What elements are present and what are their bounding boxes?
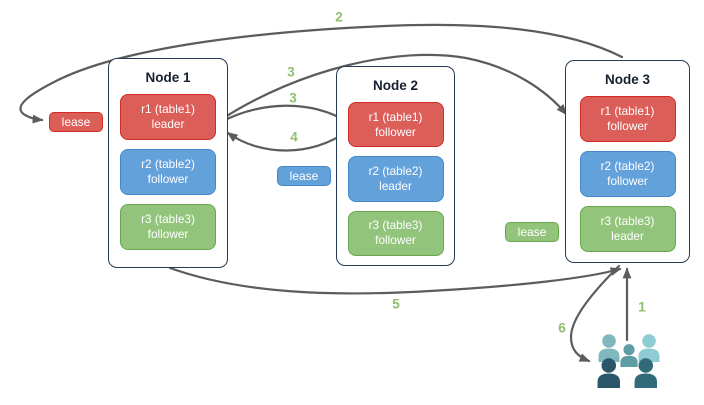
replica-role: leader [611, 229, 644, 243]
replica-name: r3 (table3) [600, 213, 655, 228]
person-top-left [598, 334, 620, 362]
replica-role: follower [375, 233, 416, 248]
replica-role: leader [379, 178, 412, 193]
step-label-4: 4 [290, 129, 298, 145]
replica-name: r2 (table2) [368, 163, 423, 178]
node3-replica-r2: r2 (table2) follower [579, 151, 676, 197]
replica-role: follower [607, 119, 648, 133]
step-label-1: 1 [638, 299, 646, 315]
node-3: Node 3 r1 (table1) follower r2 (table2) … [565, 60, 690, 263]
step-label-5: 5 [392, 296, 400, 312]
replica-role: follower [375, 124, 416, 139]
arrow-3-leader-to-node3-follower [220, 53, 568, 121]
lease-badge-r3: lease [505, 222, 559, 242]
node1-replica-r3: r3 (table3) follower [120, 204, 216, 250]
replica-role: follower [607, 174, 648, 188]
node-1: Node 1 r1 (table1) leader r2 (table2) fo… [108, 58, 228, 268]
node2-replica-r2: r2 (table2) leader [347, 156, 444, 202]
replica-name: r1 (table1) [368, 109, 423, 124]
node-1-title: Node 1 [145, 70, 191, 85]
replica-name: r1 (table1) [600, 103, 655, 118]
replica-name: r2 (table2) [141, 156, 195, 171]
lease-badge-r1: lease [49, 112, 103, 132]
replica-name: r1 (table1) [141, 101, 195, 116]
person-bottom-left [597, 358, 621, 388]
node-3-title: Node 3 [604, 72, 650, 87]
node-2-title: Node 2 [372, 78, 418, 93]
arrow-6-node3-to-clients [569, 264, 621, 363]
person-middle [620, 344, 638, 367]
node1-replica-r1: r1 (table1) leader [120, 94, 216, 140]
node2-replica-r1: r1 (table1) follower [347, 102, 444, 148]
arrow-5-node1-to-node3 [168, 266, 622, 295]
person-top-right [638, 334, 660, 362]
step-label-6: 6 [558, 320, 566, 336]
arrow-4-node2-to-leader [226, 130, 348, 152]
arrow-2-node3-to-lease1 [19, 23, 624, 124]
replica-name: r3 (table3) [368, 218, 423, 233]
replica-name: r2 (table2) [600, 158, 655, 173]
lease-badge-r2: lease [277, 166, 331, 186]
node3-replica-r1: r1 (table1) follower [579, 96, 676, 142]
clients-group-icon [597, 334, 660, 388]
node1-replica-r2: r2 (table2) follower [120, 149, 216, 195]
replica-role: follower [147, 172, 189, 186]
person-bottom-right [634, 358, 658, 388]
step-label-3b: 3 [289, 90, 297, 106]
replica-name: r3 (table3) [141, 211, 195, 226]
node-2: Node 2 r1 (table1) follower r2 (table2) … [336, 66, 455, 266]
node2-replica-r3: r3 (table3) follower [347, 210, 444, 256]
replica-role: follower [147, 227, 189, 241]
node3-replica-r3: r3 (table3) leader [579, 206, 676, 252]
arrow-3-leader-to-node2-follower [219, 104, 348, 124]
replica-role: leader [151, 117, 185, 131]
step-label-3a: 3 [287, 64, 295, 80]
step-label-2: 2 [335, 9, 343, 25]
